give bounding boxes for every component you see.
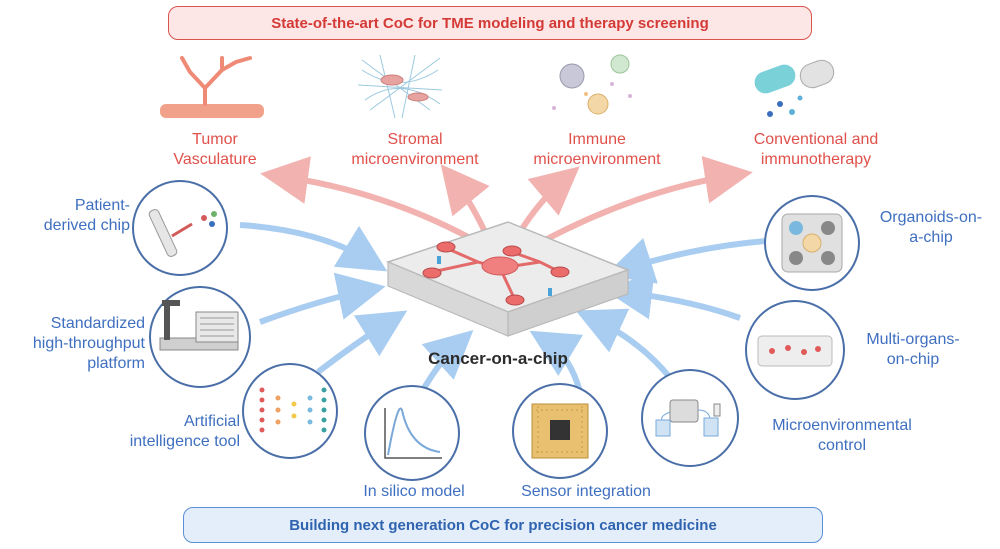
arrow-to-vasculature — [260, 156, 472, 241]
circle-ai-tool — [242, 363, 338, 459]
fiber-network-icon — [357, 54, 443, 119]
pump-icon — [655, 399, 721, 437]
outward-arrows — [260, 155, 753, 243]
arrow-from-microenv — [575, 308, 675, 382]
arrow-to-stromal — [440, 164, 490, 234]
robot-platform-icon — [159, 300, 239, 351]
sensor-chip-icon — [531, 403, 589, 459]
arrow-to-therapy — [543, 155, 753, 243]
chip-illustration — [385, 221, 631, 337]
circle-organoids — [764, 195, 860, 291]
curve-plot-icon — [384, 407, 442, 459]
pill-capsule-icon — [754, 59, 835, 117]
circle-microenv-control — [641, 369, 739, 467]
label-patient-chip: Patient-derived chip — [43, 197, 130, 234]
arrow-from-sensor — [529, 330, 584, 393]
arrow-to-immune — [517, 166, 580, 234]
arrow-from-organoids — [604, 237, 781, 284]
top-banner: State-of-the-art CoC for TME modeling an… — [168, 6, 812, 40]
organoid-chip-icon — [781, 213, 843, 273]
circle-patient-chip — [132, 180, 228, 276]
circle-high-throughput — [149, 286, 251, 388]
circle-sensor — [512, 383, 608, 479]
arrow-from-multi-organ — [604, 271, 742, 321]
arrow-from-ai-tool — [316, 310, 408, 375]
immune-cell-icon — [552, 54, 632, 115]
pipette-icon — [148, 209, 217, 257]
label-in-silico: In silico model — [363, 483, 465, 500]
label-organoids: Organoids-on-a-chip — [879, 209, 983, 246]
circle-in-silico — [364, 385, 460, 481]
center-title: Cancer-on-a-chip — [428, 349, 568, 368]
label-multi-organs: Multi-organs-on-chip — [866, 331, 960, 368]
neural-network-icon — [259, 387, 327, 433]
circle-multi-organs — [745, 300, 845, 400]
arrow-from-patient-chip — [239, 222, 388, 272]
inward-arrows — [239, 222, 781, 397]
arrow-from-high-throughput — [258, 272, 386, 325]
label-sensor: Sensor integration — [521, 483, 651, 500]
multi-organ-chip-icon — [757, 335, 833, 367]
vessel-icon — [160, 56, 264, 118]
bottom-banner: Building next generation CoC for precisi… — [183, 507, 823, 543]
